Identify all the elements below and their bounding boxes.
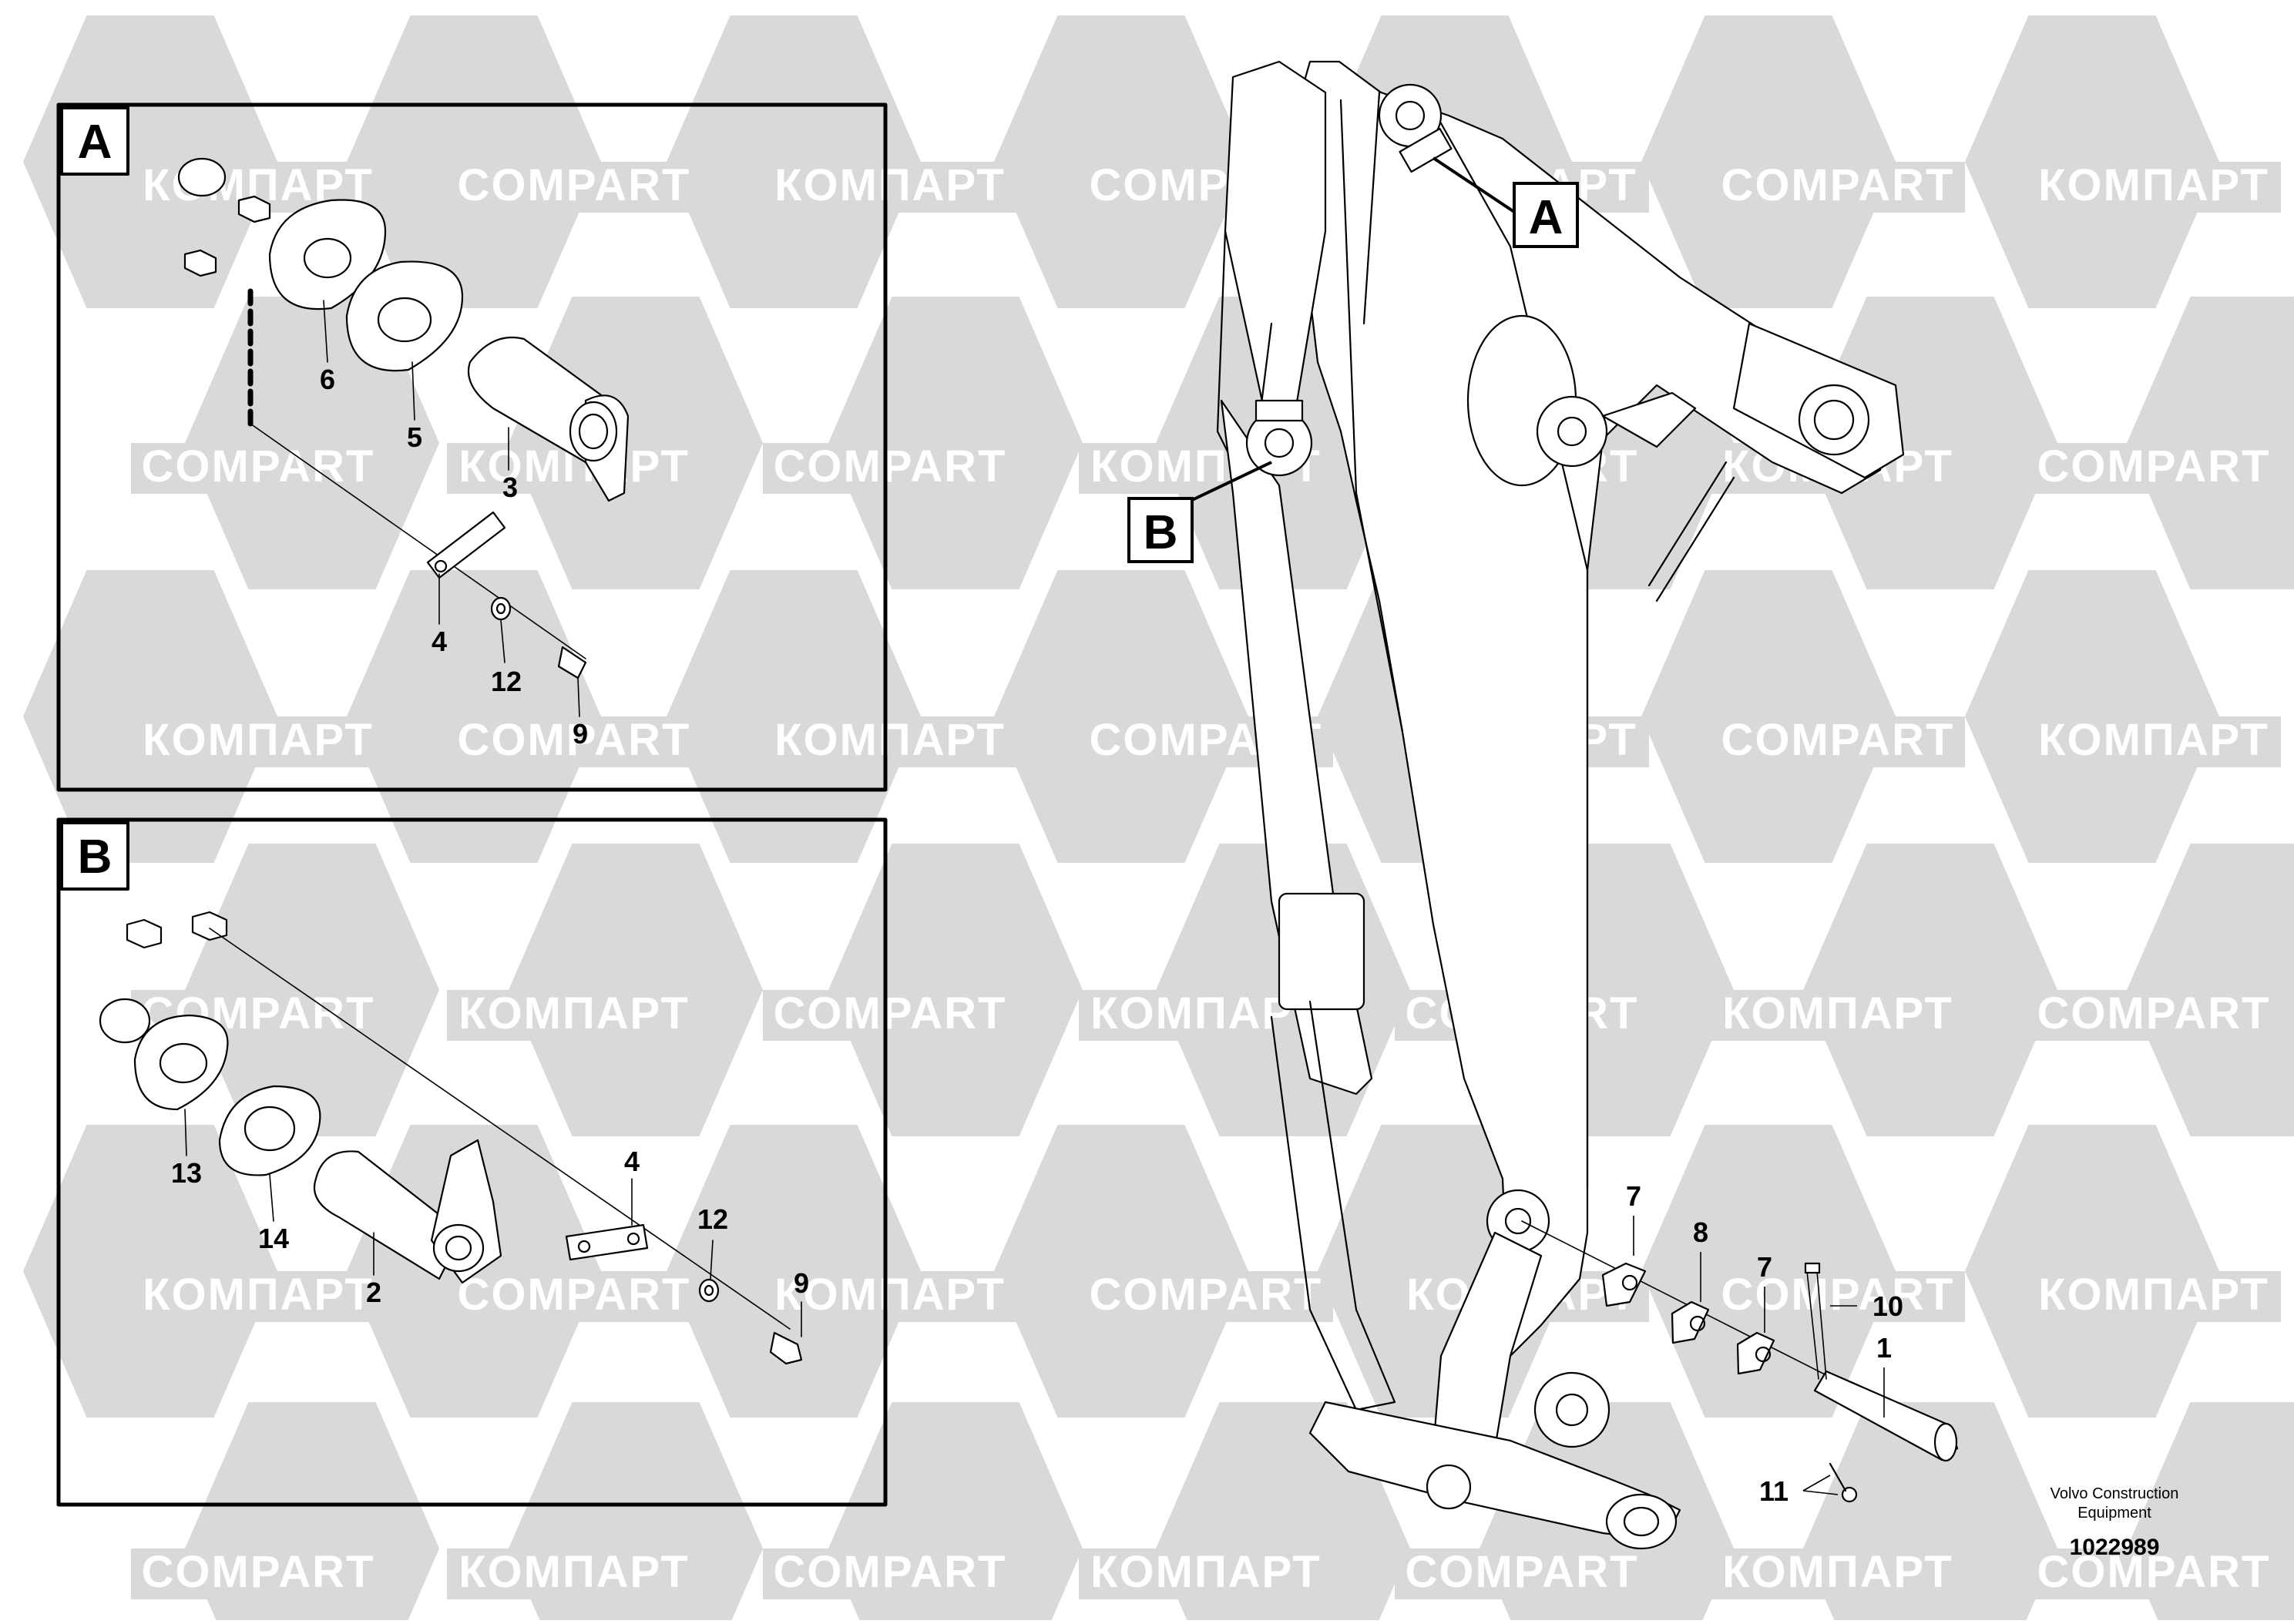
watermark-text: КОМПАРТ bbox=[143, 1270, 374, 1320]
watermark-band bbox=[1079, 1271, 1333, 1322]
callout-a-9: 9 bbox=[573, 718, 588, 750]
watermark-band bbox=[2027, 1549, 2281, 1599]
watermark-band bbox=[447, 990, 701, 1041]
watermark-text: COMPART bbox=[1090, 1270, 1323, 1320]
credit-line-2: Equipment bbox=[2077, 1505, 2151, 1522]
callout-main-11: 11 bbox=[1759, 1475, 1789, 1507]
watermark-band bbox=[131, 443, 385, 494]
watermark-band bbox=[1711, 1549, 1965, 1599]
watermark-text: COMPART bbox=[2037, 441, 2271, 492]
watermark-text: КОМПАРТ bbox=[2038, 160, 2269, 210]
callout-b-12: 12 bbox=[697, 1203, 728, 1235]
callout-b-14: 14 bbox=[258, 1223, 289, 1254]
detail-view-a bbox=[56, 102, 888, 792]
callout-b-4: 4 bbox=[624, 1146, 640, 1177]
watermark-text: COMPART bbox=[1721, 715, 1955, 765]
watermark-text: КОМПАРТ bbox=[1722, 1547, 1953, 1597]
watermark-band bbox=[1711, 716, 1965, 767]
watermark-text: КОМПАРТ bbox=[2038, 715, 2269, 765]
boom-assembly-drawing bbox=[1216, 60, 1959, 1550]
watermark-text: COMPART bbox=[774, 1547, 1007, 1597]
callout-main-7a: 7 bbox=[1626, 1180, 1641, 1212]
watermark-band bbox=[447, 1549, 701, 1599]
detail-a-pointer bbox=[1432, 156, 1516, 213]
watermark-text: COMPART bbox=[2037, 1547, 2271, 1597]
watermark-text: КОМПАРТ bbox=[774, 160, 1006, 210]
watermark-text: COMPART bbox=[458, 1270, 691, 1320]
watermark-layer: КОМПАРТ COMPART КОМПАРТ COMPART КОМПАРТ COMPA… bbox=[23, 15, 2294, 1624]
callout-a-4: 4 bbox=[432, 626, 447, 657]
detail-a-frame bbox=[56, 102, 888, 792]
watermark-text: COMPART bbox=[2037, 988, 2271, 1038]
detail-a-label: A bbox=[78, 116, 113, 169]
watermark-text: COMPART bbox=[1406, 1547, 1639, 1597]
watermark-band bbox=[763, 990, 1017, 1041]
detail-b-pointer bbox=[1190, 461, 1272, 502]
watermark-text: COMPART bbox=[142, 441, 375, 492]
watermark-band bbox=[763, 443, 1017, 494]
watermark-band bbox=[447, 162, 701, 213]
watermark-band bbox=[2027, 1271, 2281, 1322]
watermark-text: КОМПАРТ bbox=[458, 1547, 690, 1597]
watermark-text: КОМПАРТ bbox=[774, 1270, 1006, 1320]
watermark-band bbox=[2027, 990, 2281, 1041]
watermark-text: КОМПАРТ bbox=[774, 715, 1006, 765]
callout-a-3: 3 bbox=[502, 471, 518, 503]
watermark-band bbox=[131, 1549, 385, 1599]
document-number: 1022989 bbox=[2070, 1535, 2160, 1560]
watermark-band bbox=[2027, 443, 2281, 494]
watermark-text: КОМПАРТ bbox=[2038, 1270, 2269, 1320]
watermark-text: COMPART bbox=[142, 1547, 375, 1597]
watermark-band bbox=[763, 162, 1017, 213]
watermark-band bbox=[1711, 162, 1965, 213]
detail-a-marker-box bbox=[1513, 182, 1579, 248]
watermark-band bbox=[1711, 990, 1965, 1041]
watermark-text: COMPART bbox=[1721, 160, 1955, 210]
detail-b-frame bbox=[56, 817, 888, 1507]
detail-b-label: B bbox=[78, 830, 113, 884]
watermark-band bbox=[1395, 1549, 1649, 1599]
watermark-band bbox=[763, 1271, 1017, 1322]
watermark-text: КОМПАРТ bbox=[1090, 1547, 1322, 1597]
callout-main-8: 8 bbox=[1693, 1216, 1708, 1248]
callout-a-5: 5 bbox=[407, 421, 422, 453]
main-detail-a-label: A bbox=[1529, 191, 1563, 244]
watermark-band bbox=[2027, 162, 2281, 213]
detail-b-marker-box bbox=[1127, 497, 1194, 563]
callout-b-2: 2 bbox=[366, 1277, 381, 1308]
watermark-band bbox=[447, 1271, 701, 1322]
callout-main-1: 1 bbox=[1876, 1332, 1892, 1364]
watermark-band bbox=[131, 1271, 385, 1322]
watermark-text: COMPART bbox=[458, 160, 691, 210]
watermark-band bbox=[447, 716, 701, 767]
watermark-text: COMPART bbox=[774, 988, 1007, 1038]
watermark-text: КОМПАРТ bbox=[143, 715, 374, 765]
callout-a-6: 6 bbox=[320, 364, 335, 395]
callout-main-10: 10 bbox=[1872, 1290, 1903, 1322]
watermark-text: КОМПАРТ bbox=[458, 988, 690, 1038]
watermark-text: COMPART bbox=[774, 441, 1007, 492]
callout-b-13: 13 bbox=[171, 1157, 202, 1189]
detail-a-label-box bbox=[60, 106, 129, 176]
watermark-text: КОМПАРТ bbox=[1722, 988, 1953, 1038]
callout-a-12: 12 bbox=[491, 666, 522, 697]
watermark-band bbox=[1079, 1549, 1333, 1599]
watermark-text: COMPART bbox=[458, 715, 691, 765]
watermark-band bbox=[131, 716, 385, 767]
watermark-band bbox=[763, 716, 1017, 767]
detail-view-b bbox=[56, 817, 888, 1507]
watermark-text: COMPART bbox=[1721, 1270, 1955, 1320]
watermark-band bbox=[2027, 716, 2281, 767]
watermark-band bbox=[1711, 1271, 1965, 1322]
credit-line-1: Volvo Construction bbox=[2050, 1485, 2179, 1502]
detail-b-label-box bbox=[60, 821, 129, 891]
watermark-band bbox=[763, 1549, 1017, 1599]
main-detail-b-label: B bbox=[1144, 506, 1178, 559]
callout-b-9: 9 bbox=[794, 1267, 809, 1299]
callout-main-7b: 7 bbox=[1757, 1251, 1772, 1283]
